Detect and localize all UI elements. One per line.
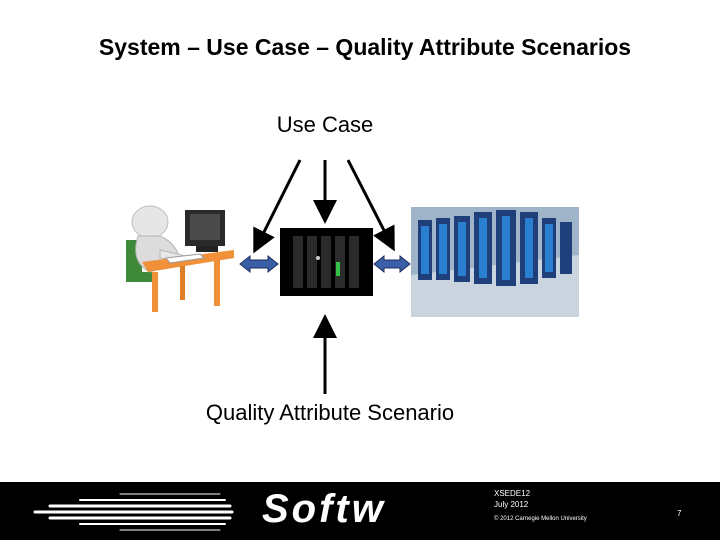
- footer-logo-text: Softw: [262, 487, 386, 531]
- use-case-label: Use Case: [276, 112, 374, 137]
- double-arrow-system-datacenter: [373, 254, 411, 274]
- double-arrow-user-system: [239, 254, 279, 274]
- server-system-icon: [280, 228, 373, 296]
- user-at-computer-icon: [122, 205, 234, 315]
- footer-event: XSEDE12: [494, 489, 531, 498]
- stripes-decoration: [33, 493, 234, 531]
- footer-bar: [0, 482, 720, 540]
- arrow-usecase-to-datacenter: [346, 159, 395, 252]
- qas-label: Quality Attribute Scenario: [205, 400, 455, 425]
- footer-copyright: © 2012 Carnegie Mellon University: [494, 516, 587, 522]
- datacenter-icon: [411, 207, 579, 317]
- page-number: 7: [677, 509, 682, 518]
- arrow-usecase-to-user: [253, 159, 302, 254]
- footer-date: July 2012: [494, 500, 529, 509]
- slide-title: System – Use Case – Quality Attribute Sc…: [98, 34, 632, 60]
